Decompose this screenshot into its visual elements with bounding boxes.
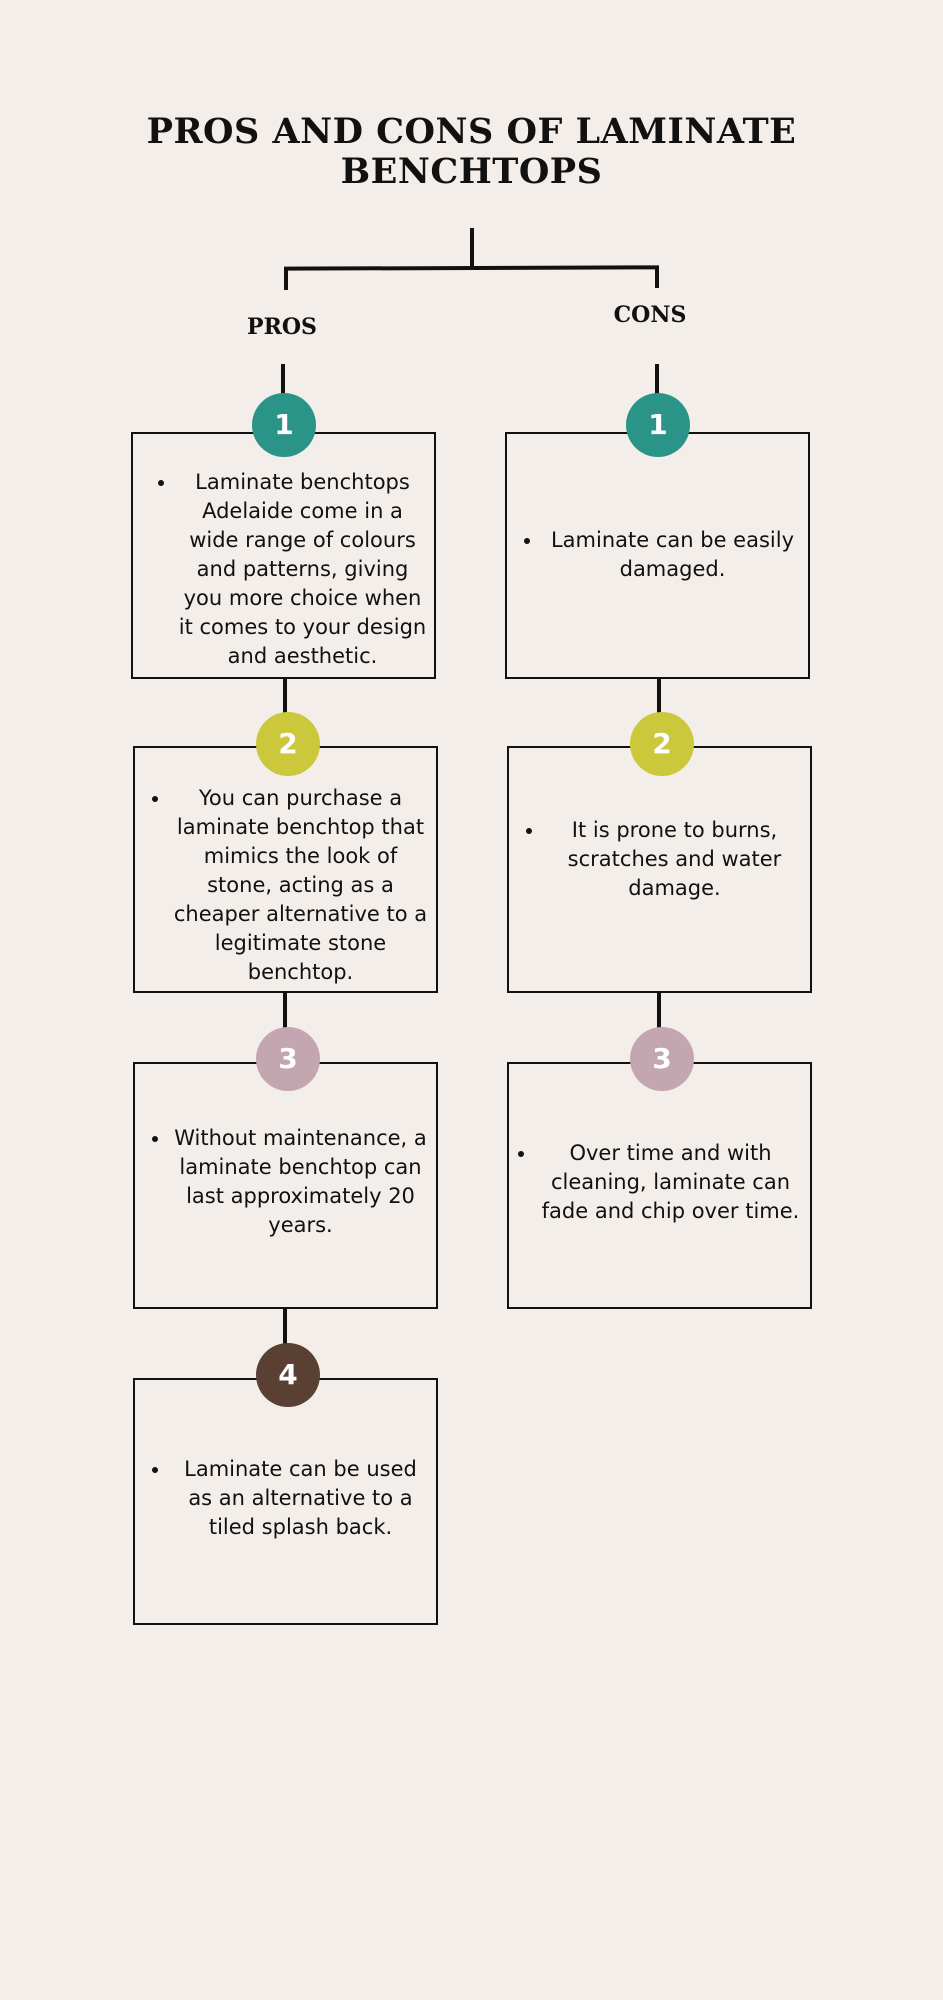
connector-branch [283, 265, 660, 271]
connector-cons-drop [655, 266, 659, 288]
cons-connector-2-3 [657, 993, 661, 1029]
cons-connector-1-2 [657, 679, 661, 715]
cons-item-2: It is prone to burns, scratches and wate… [507, 746, 812, 993]
pros-item-1: Laminate benchtops Adelaide come in a wi… [131, 432, 436, 679]
cons-badge-2: 2 [630, 712, 694, 776]
pros-item-4: Laminate can be used as an alternative t… [133, 1378, 438, 1625]
pros-badge-3: 3 [256, 1027, 320, 1091]
page-title: PROS AND CONS OF LAMINATE BENCHTOPS [0, 112, 943, 192]
pros-badge-1: 1 [252, 393, 316, 457]
pros-connector-3-4 [283, 1309, 287, 1345]
cons-stem-top [655, 364, 659, 394]
cons-item-1: Laminate can be easily damaged. [505, 432, 810, 679]
cons-badge-1: 1 [626, 393, 690, 457]
cons-item-3: Over time and with cleaning, laminate ca… [507, 1062, 812, 1309]
pros-item-2: You can purchase a laminate benchtop tha… [133, 746, 438, 993]
pros-item-2-text: You can purchase a laminate benchtop tha… [171, 784, 430, 987]
cons-item-3-text: Over time and with cleaning, laminate ca… [537, 1139, 804, 1226]
pros-item-1-text: Laminate benchtops Adelaide come in a wi… [177, 468, 428, 671]
pros-badge-4: 4 [256, 1343, 320, 1407]
title-line-1: PROS AND CONS OF LAMINATE [146, 111, 797, 152]
pros-item-3: Without maintenance, a laminate benchtop… [133, 1062, 438, 1309]
cons-item-2-text: It is prone to burns, scratches and wate… [545, 816, 804, 903]
pros-item-3-text: Without maintenance, a laminate benchtop… [171, 1124, 430, 1240]
pros-stem-top [281, 364, 285, 394]
pros-badge-2: 2 [256, 712, 320, 776]
cons-item-1-text: Laminate can be easily damaged. [543, 526, 802, 584]
connector-trunk [470, 228, 474, 268]
pros-heading: PROS [247, 314, 317, 340]
connector-pros-drop [284, 268, 288, 290]
pros-connector-1-2 [283, 679, 287, 715]
cons-heading: CONS [613, 302, 687, 328]
pros-item-4-text: Laminate can be used as an alternative t… [171, 1455, 430, 1542]
cons-badge-3: 3 [630, 1027, 694, 1091]
pros-connector-2-3 [283, 993, 287, 1029]
title-line-2: BENCHTOPS [340, 151, 603, 192]
